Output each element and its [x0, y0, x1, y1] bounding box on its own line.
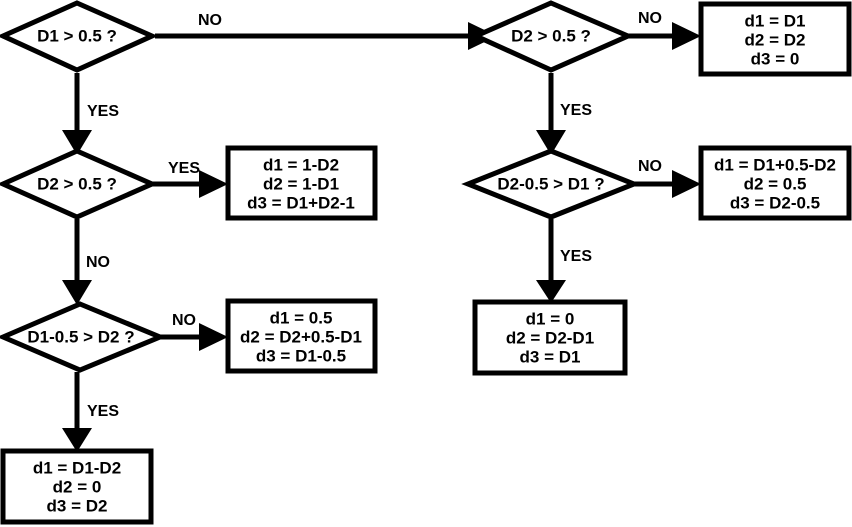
result-line: d1 = 0.5 [270, 308, 333, 327]
edge-label-d5-no: NO [638, 158, 662, 175]
result-line: d2 = D2+0.5-D1 [240, 327, 362, 346]
decision-label: D1 > 0.5 ? [37, 26, 117, 45]
result-line: d2 = D2 [745, 30, 806, 49]
result-line: d3 = D2 [47, 496, 108, 515]
edge-label-d5-yes: YES [560, 248, 592, 265]
result-line: d3 = D1-0.5 [256, 346, 346, 365]
decision-label: D2 > 0.5 ? [37, 174, 117, 193]
decision-label: D2 > 0.5 ? [511, 26, 591, 45]
edge-d4-yes [536, 73, 566, 155]
decision-d1-gt-05[interactable]: D1 > 0.5 ? [0, 0, 159, 73]
result-box-center-low[interactable]: d1 = 0 d2 = D2-D1 d3 = D1 [472, 299, 628, 376]
result-line: d1 = 0 [526, 309, 575, 328]
result-line: d1 = D1 [745, 11, 806, 30]
result-line: d2 = D2-D1 [506, 328, 594, 347]
result-line: d1 = D1+0.5-D2 [714, 155, 836, 174]
edge-d5-yes [536, 219, 566, 303]
result-box-top-right[interactable]: d1 = D1 d2 = D2 d3 = 0 [698, 1, 852, 77]
edge-label-d4-yes: YES [560, 102, 592, 119]
result-box-bottom-left[interactable]: d1 = D1-D2 d2 = 0 d3 = D2 [0, 448, 154, 525]
edge-d4-no [628, 22, 701, 50]
edge-label-d3-no: NO [172, 312, 196, 329]
edge-d3-yes [62, 372, 92, 452]
result-line: d2 = 0 [53, 477, 102, 496]
decision-d2-gt-05-right[interactable]: D2 > 0.5 ? [469, 0, 635, 73]
result-line: d1 = 1-D2 [263, 155, 339, 174]
edge-d1-yes [62, 73, 92, 155]
decision-label: D1-0.5 > D2 ? [27, 327, 134, 346]
decision-label: D2-0.5 > D1 ? [497, 174, 604, 193]
edge-label-d2left-no: NO [86, 254, 110, 271]
edge-d2left-yes [152, 170, 228, 198]
edge-label-d2left-yes: YES [168, 160, 200, 177]
edge-label-d1-no: NO [198, 12, 222, 29]
decision-d2-gt-05-left[interactable]: D2 > 0.5 ? [0, 148, 159, 220]
result-box-left-mid[interactable]: d1 = 1-D2 d2 = 1-D1 d3 = D1+D2-1 [225, 145, 378, 221]
decision-d2-minus-05-gt-d1[interactable]: D2-0.5 > D1 ? [461, 148, 641, 220]
result-line: d3 = D1 [520, 347, 581, 366]
result-line: d1 = D1-D2 [33, 458, 121, 477]
result-line: d2 = 0.5 [744, 174, 807, 193]
edge-label-d3-yes: YES [87, 403, 119, 420]
result-line: d3 = D2-0.5 [730, 193, 820, 212]
decision-d1-minus-05-gt-d2[interactable]: D1-0.5 > D2 ? [0, 301, 167, 373]
edge-d2left-no [62, 219, 92, 305]
result-box-left-low[interactable]: d1 = 0.5 d2 = D2+0.5-D1 d3 = D1-0.5 [225, 298, 378, 374]
result-line: d3 = D1+D2-1 [247, 193, 355, 212]
result-line: d2 = 1-D1 [263, 174, 339, 193]
result-box-right-mid[interactable]: d1 = D1+0.5-D2 d2 = 0.5 d3 = D2-0.5 [698, 145, 852, 221]
edge-label-d4-no: NO [638, 10, 662, 27]
result-line: d3 = 0 [751, 49, 800, 68]
edge-label-d1-yes: YES [87, 103, 119, 120]
